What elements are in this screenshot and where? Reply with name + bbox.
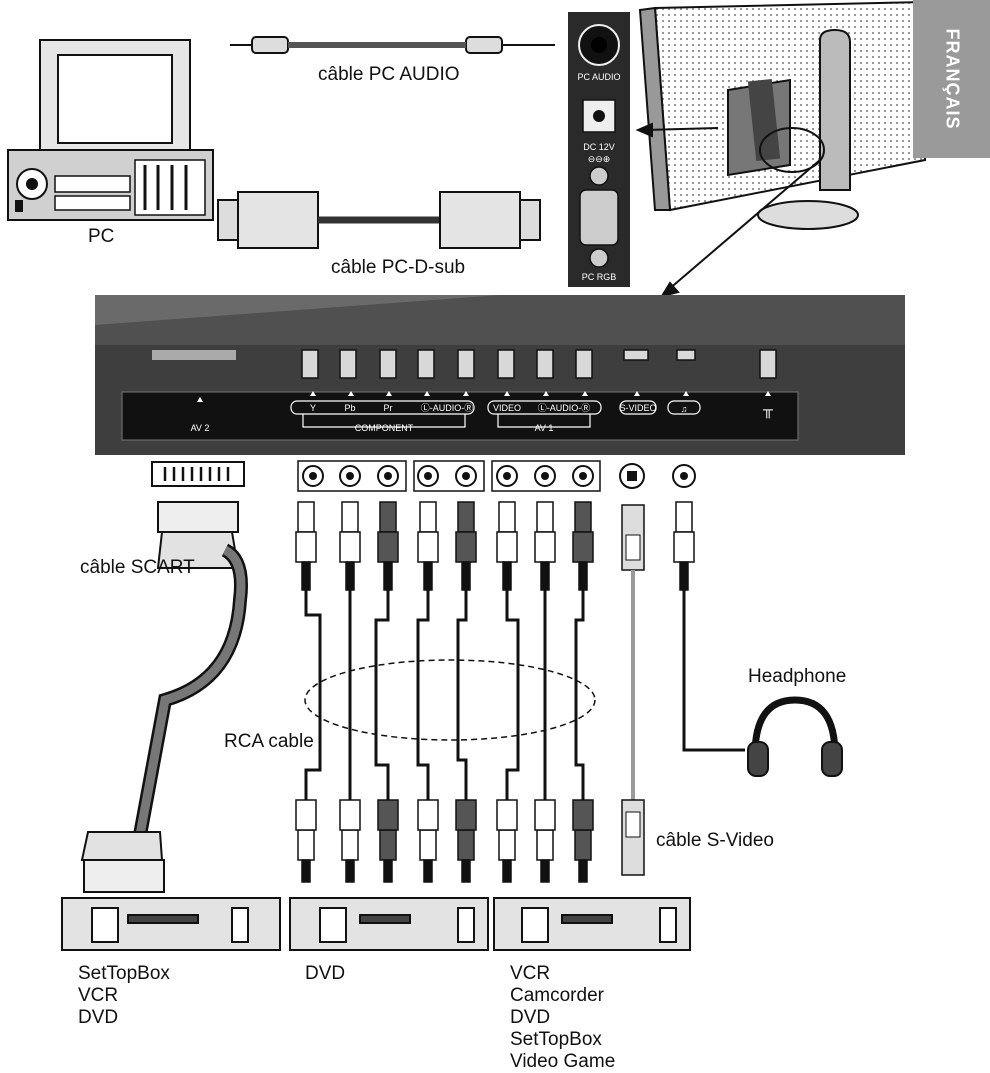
tv-rear-panel (95, 295, 905, 455)
pr-label: Pr (384, 403, 393, 413)
device-boxes (61, 897, 691, 951)
language-tab: FRANÇAIS (913, 0, 990, 158)
device-list-group3: VCR Camcorder DVD SetTopBox Video Game (510, 963, 615, 1073)
tv-illustration (638, 0, 926, 230)
pb-label: Pb (344, 403, 355, 413)
device-group1-item: VCR (78, 985, 119, 1006)
tv-side-panel (568, 12, 630, 287)
svideo-cable (621, 504, 645, 876)
headphone-port-symbol: ♫ (681, 404, 688, 414)
y-label: Y (310, 403, 316, 413)
svideo-cable-label: câble S-Video (656, 830, 774, 851)
headphone-label: Headphone (748, 666, 847, 687)
device-group3-item: VCR (510, 963, 551, 984)
device-group3-item: Camcorder (510, 985, 604, 1006)
rca-cable-label: RCA cable (224, 731, 314, 752)
device-group3-item: SetTopBox (510, 1029, 602, 1050)
pc-audio-cable (230, 36, 555, 54)
headphone-cable (682, 590, 745, 752)
svideo-port-label: S-VIDEO (619, 403, 656, 413)
pc-label: PC (88, 226, 115, 247)
av1-audio-label: Ⓛ-AUDIO-Ⓡ (538, 403, 591, 413)
pc-illustration (7, 39, 214, 221)
input-jacks (151, 460, 696, 492)
rca-cables (304, 590, 585, 800)
scart-cable-label: câble SCART (80, 557, 195, 578)
device-list-group1: SetTopBox VCR DVD (78, 963, 170, 1029)
av1-label: AV 1 (535, 423, 554, 433)
dsub-cable-label: câble PC-D-sub (331, 257, 466, 278)
arrows (635, 122, 821, 298)
antenna-symbol: ╥ (762, 401, 773, 419)
pc-audio-port-label: PC AUDIO (577, 72, 620, 82)
device-group2-item: DVD (305, 963, 346, 984)
dc-port-label: DC 12V (583, 142, 615, 152)
dsub-cable (217, 191, 541, 249)
language-tab-label: FRANÇAIS (942, 28, 962, 130)
device-list-group2: DVD (305, 963, 345, 985)
headphone-icon (747, 696, 843, 777)
rca-bundle-outline (304, 659, 596, 741)
device-group3-item: Video Game (510, 1051, 616, 1072)
av2-label: AV 2 (191, 423, 210, 433)
video-label: VIDEO (493, 403, 521, 413)
component-label: COMPONENT (355, 423, 414, 433)
pc-audio-cable-label: câble PC AUDIO (318, 64, 460, 85)
scart-cable (80, 501, 248, 893)
rca-plugs (295, 501, 695, 883)
pc-rgb-port-label: PC RGB (582, 272, 617, 282)
device-group1-item: SetTopBox (78, 963, 170, 984)
component-audio-label: Ⓛ-AUDIO-Ⓡ (421, 403, 474, 413)
device-group3-item: DVD (510, 1007, 551, 1028)
dc-polarity-label: ⊖⊖⊕ (588, 154, 611, 164)
device-group1-item: DVD (78, 1007, 119, 1028)
